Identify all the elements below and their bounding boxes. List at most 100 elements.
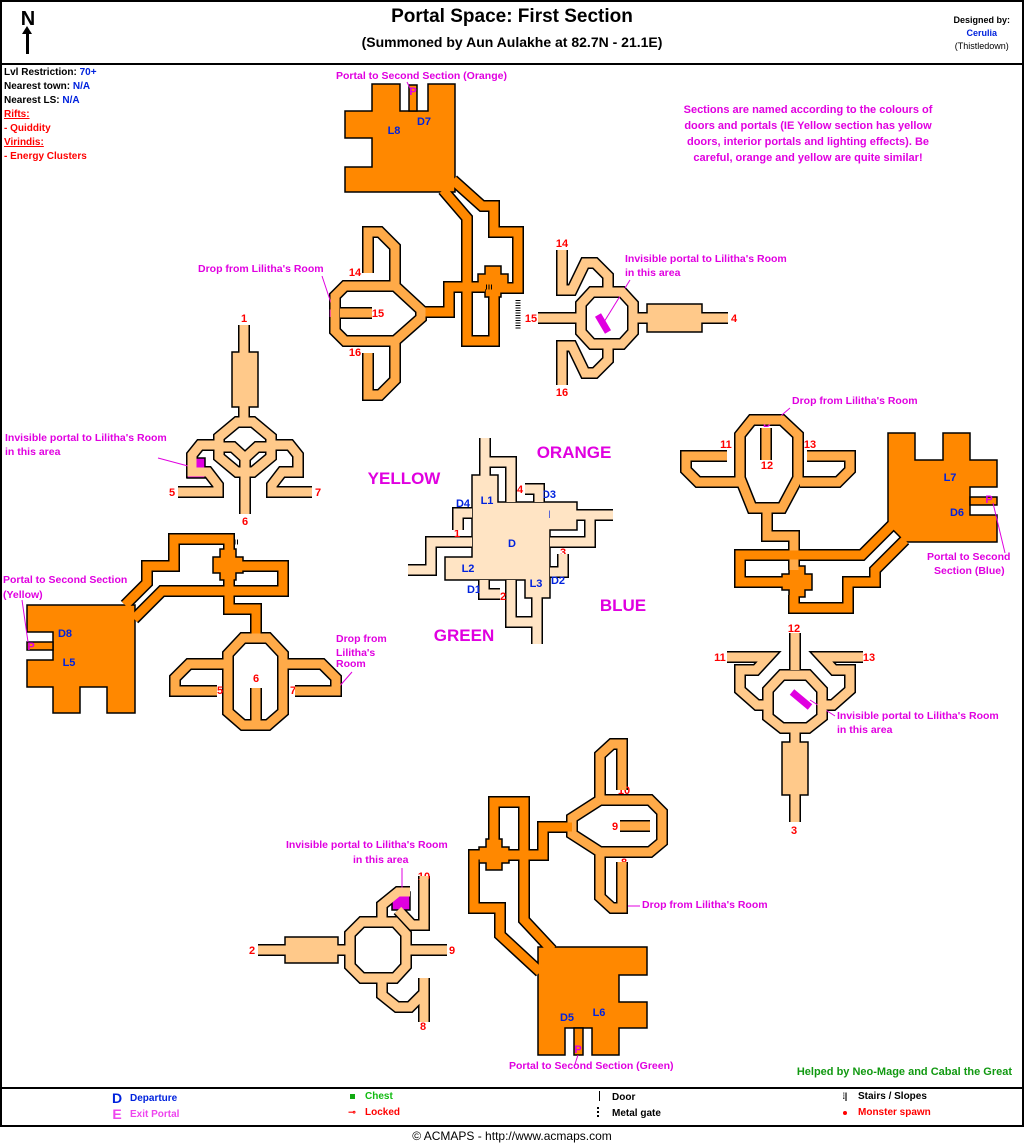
callout-label: Invisible portal to Lilitha's Room <box>286 839 448 851</box>
section-note: Sections are named according to the colo… <box>650 102 966 166</box>
corridor <box>408 537 472 575</box>
corridor <box>763 670 827 733</box>
portal-mark: P <box>27 641 34 653</box>
door-icon <box>592 1091 606 1104</box>
lvl-label: Lvl Restriction: <box>4 67 77 78</box>
page-title: Portal Space: First Section <box>391 6 633 27</box>
corridor <box>550 515 595 547</box>
spawn-number: 2 <box>500 591 506 603</box>
callout-label: Portal to Second Section (Orange) <box>336 70 507 82</box>
departure-icon: D <box>111 1090 123 1106</box>
corridor <box>595 739 627 800</box>
callout-label: Invisible portal to Lilitha's Room <box>625 253 787 265</box>
corridor <box>557 341 613 385</box>
spawn-number: 9 <box>612 821 618 833</box>
callout-label: Portal to Second Section <box>3 574 127 586</box>
door-lever-marker: D3 <box>542 489 556 501</box>
callout-label: Invisible portal to Lilitha's Room <box>837 710 999 722</box>
callout-leader <box>574 1054 579 1065</box>
portal-mark: P <box>574 1044 581 1056</box>
spawn-number: 8 <box>420 1021 426 1033</box>
footer-copyright: © ACMAPS - http://www.acmaps.com <box>412 1129 612 1143</box>
note-line: careful, orange and yellow are quite sim… <box>693 152 923 164</box>
corridor <box>345 917 411 983</box>
portal-strip <box>26 641 54 651</box>
monster-spawn-icon <box>838 1107 852 1118</box>
callout-label: in this area <box>837 724 893 736</box>
callout-label: in this area <box>5 446 61 458</box>
lock-icon: ⊸ <box>348 1107 356 1117</box>
spawn-number: 2 <box>249 945 255 957</box>
spawn-number: 7 <box>290 685 296 697</box>
corridor <box>505 822 572 860</box>
door-lever-marker: D8 <box>58 628 72 640</box>
legend-chest: Chest <box>345 1091 393 1102</box>
callout-leader <box>406 81 413 93</box>
legend-stairs: ⦙|Stairs / Slopes <box>838 1091 927 1102</box>
corridor <box>727 652 779 710</box>
corridor <box>363 227 400 286</box>
corridor <box>121 534 234 609</box>
note-line: doors, interior portals and lighting eff… <box>686 136 930 148</box>
portal-strip <box>408 84 418 112</box>
room-blue-portal <box>887 432 998 543</box>
corridor <box>557 250 613 295</box>
corridor <box>224 578 261 635</box>
labels: Portal to Second Section (Orange) Drop fr… <box>3 70 1010 1072</box>
spawn-number: 4 <box>517 484 524 496</box>
spawn-number: 13 <box>863 652 875 664</box>
legend-label: Monster spawn <box>858 1107 931 1118</box>
callout-label: Drop from <box>336 633 387 645</box>
north-arrow-icon <box>22 26 32 54</box>
exit-portal-icon: E <box>112 1106 122 1122</box>
designed-by-label: Designed by: <box>953 15 1010 25</box>
door-lever-marker: D2 <box>551 575 565 587</box>
spawn-number: 14 <box>349 267 362 279</box>
room-yellow-portal <box>26 604 136 714</box>
corridor <box>789 536 909 613</box>
corridor <box>735 415 803 513</box>
spawn-number: 12 <box>788 623 800 635</box>
door-lever-marker: L8 <box>388 125 401 137</box>
lvl-value: 70+ <box>79 67 97 78</box>
section-name: ORANGE <box>537 443 612 462</box>
tan-room <box>231 351 259 408</box>
callout-label: Drop from Lilitha's Room <box>642 899 768 911</box>
legend-label: Locked <box>365 1107 401 1118</box>
corridor <box>735 550 795 587</box>
callout-leader <box>157 457 189 467</box>
callout-label: Invisible portal to Lilitha's Room <box>5 432 167 444</box>
page-subtitle: (Summoned by Aun Aulakhe at 82.7N - 21.1… <box>361 34 663 50</box>
junction-block <box>781 565 813 598</box>
corridor-outline <box>468 849 545 977</box>
spawn-number: 11 <box>720 439 732 451</box>
rifts-label: Rifts: <box>4 109 30 120</box>
spawn-number: 15 <box>372 308 384 320</box>
callout-leader <box>21 599 29 643</box>
callout-label: (Yellow) <box>3 589 43 601</box>
virindis-label: Virindis: <box>4 137 44 148</box>
invisible-portal-area <box>789 689 813 710</box>
corridor <box>811 652 863 710</box>
callout-label: Drop from Lilitha's Room <box>792 395 918 407</box>
designer-credit: Designed by: Cerulia (Thistledown) <box>953 14 1010 53</box>
callout-label: Portal to Second Section (Green) <box>509 1060 674 1072</box>
corridor <box>267 440 312 497</box>
spawn-number: 14 <box>556 238 569 250</box>
section-name: YELLOW <box>368 469 442 488</box>
stairs-icon: ⦙| <box>842 1091 848 1101</box>
tan-room <box>284 936 339 964</box>
legend-label: Door <box>612 1092 636 1103</box>
callout-label: Drop from Lilitha's Room <box>198 263 324 275</box>
corridor <box>469 850 544 976</box>
section-name: BLUE <box>600 596 646 615</box>
spawn-number: 4 <box>731 313 738 325</box>
spawn-number: 9 <box>449 945 455 957</box>
corridor <box>425 282 485 317</box>
door-lever-marker: D <box>508 538 516 550</box>
portal-mark: P <box>409 86 416 98</box>
portal-strip <box>573 1027 584 1056</box>
spawn-number: 5 <box>169 487 175 499</box>
spawn-number: 16 <box>556 387 568 399</box>
town-value: N/A <box>72 81 91 92</box>
